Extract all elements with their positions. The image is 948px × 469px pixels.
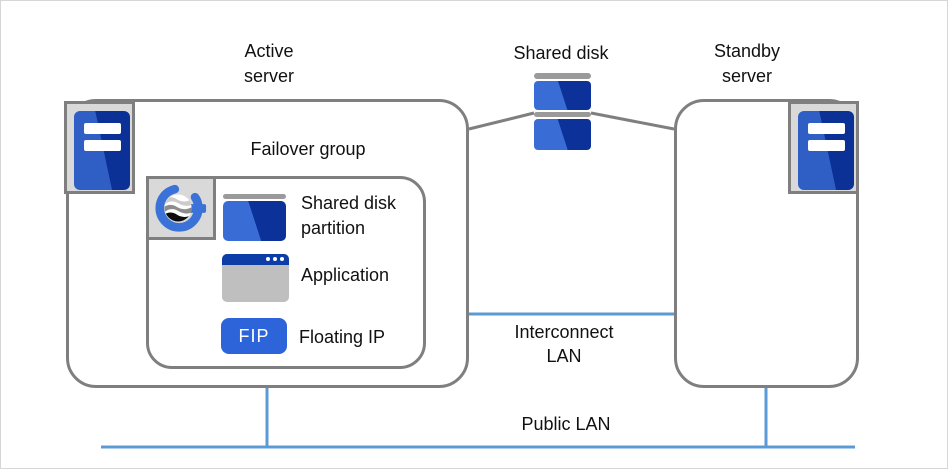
server-tower-icon	[74, 111, 130, 190]
server-slot-icon	[84, 140, 121, 151]
public-lan-label: Public LAN	[521, 414, 611, 434]
server-slot-icon	[84, 123, 121, 134]
shared-disk-label: Shared disk	[513, 43, 609, 63]
application-window-dots	[266, 257, 284, 261]
shared-disk-icon	[534, 73, 591, 150]
application-titlebar	[222, 254, 289, 265]
floating-ip-label: Floating IP	[299, 327, 386, 347]
application-label: Application	[301, 265, 390, 285]
standby-server-label: Standby server	[713, 41, 781, 86]
fip-badge: FIP	[221, 318, 287, 354]
disk-cap	[223, 194, 286, 199]
standby-to-shared-disk-line	[590, 111, 675, 131]
interconnect-lan-label: Interconnect LAN	[514, 322, 614, 366]
active-to-shared-disk-line	[468, 111, 535, 131]
application-icon	[222, 254, 289, 302]
standby-server-icon	[788, 101, 859, 194]
shared-disk-partition-label: Shared disk partition	[301, 193, 397, 238]
disk-body	[223, 201, 286, 241]
server-slot-icon	[808, 140, 845, 151]
server-slot-icon	[808, 123, 845, 134]
cluster-logo-glyph	[155, 184, 207, 232]
failover-group-label: Failover group	[250, 139, 366, 159]
cluster-logo-icon	[146, 176, 216, 240]
disk-cap	[534, 112, 591, 117]
disk-partition-icon	[223, 194, 286, 241]
active-server-icon	[64, 101, 135, 194]
active-server-label: Active server	[243, 41, 294, 86]
disk-body	[534, 81, 591, 110]
disk-body	[534, 119, 591, 150]
server-tower-icon	[798, 111, 854, 190]
disk-cap	[534, 73, 591, 79]
